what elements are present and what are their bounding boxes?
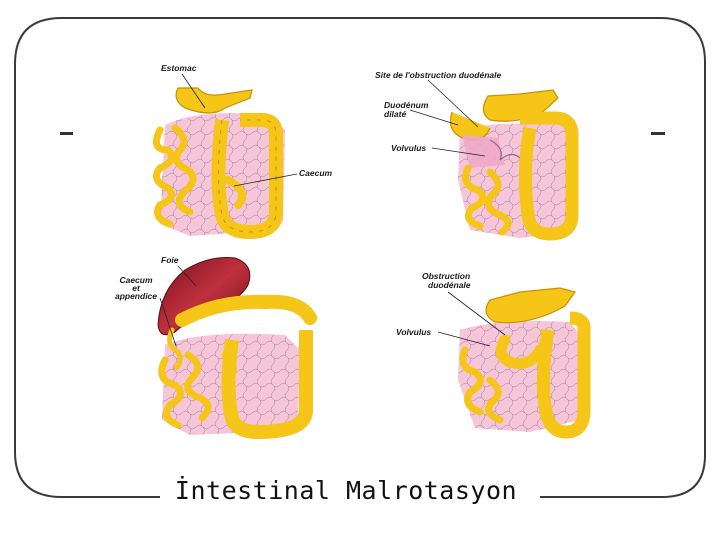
leader-estomac: [181, 73, 206, 109]
small-bowel-loops: [462, 164, 512, 236]
label-caecum-appendice-2: et: [132, 283, 140, 293]
colon-frame: [518, 111, 579, 241]
colon-frame: [536, 311, 591, 439]
colon-frame: [221, 330, 313, 439]
duodenal-obstruction-loop: [495, 334, 546, 369]
small-bowel-loops: [459, 346, 504, 424]
label-foie: Foie: [161, 255, 179, 265]
label-caecum: Caecum: [299, 168, 333, 178]
label-obstruction-duodenale-1: Obstruction: [422, 271, 471, 281]
panel-obstruction-volvulus: [458, 287, 591, 439]
leader-volvulus-top: [431, 147, 486, 157]
caecum-appendix: [167, 327, 183, 371]
leader-caecum: [233, 173, 298, 187]
label-volvulus-bottom: Volvulus: [396, 327, 432, 337]
slide-title: İntestinal Malrotasyon: [174, 476, 518, 505]
stomach: [485, 287, 576, 324]
label-caecum-appendice-3: appendice: [114, 291, 158, 301]
panel-liver-caecum: [157, 257, 317, 439]
label-caecum-appendice-1: Caecum: [119, 275, 153, 285]
label-duodenum-dilate-1: Duodénum: [384, 100, 429, 110]
label-obstruction-duodenale-2: duodénale: [428, 280, 471, 290]
small-bowel-loops: [152, 124, 197, 228]
colon-outline: [218, 119, 277, 233]
stomach: [175, 87, 253, 114]
twisted-vessels: [489, 139, 521, 161]
label-estomac: Estomac: [161, 63, 197, 73]
leader-foie: [177, 265, 197, 287]
leader-site-obstruction: [427, 79, 479, 128]
leader-volvulus-bottom: [437, 331, 491, 347]
label-volvulus-top: Volvulus: [391, 143, 427, 153]
leader-obstruction-duodenale: [447, 291, 506, 336]
left-dash-marker: [60, 132, 73, 135]
right-dash-marker: [651, 132, 665, 135]
label-site-obstruction: Site de l'obstruction duodénale: [375, 70, 502, 80]
caecum-region: [224, 176, 247, 209]
stomach: [482, 89, 559, 122]
leader-caecum-appendice: [159, 297, 177, 347]
slide-frame: [14, 17, 706, 498]
panel-normal-anatomy: [152, 87, 285, 239]
panel-volvulus-obstruction: [449, 89, 579, 241]
label-duodenum-dilate-2: dilaté: [384, 109, 407, 119]
leader-duodenum: [409, 109, 459, 126]
transverse-colon: [175, 294, 317, 327]
